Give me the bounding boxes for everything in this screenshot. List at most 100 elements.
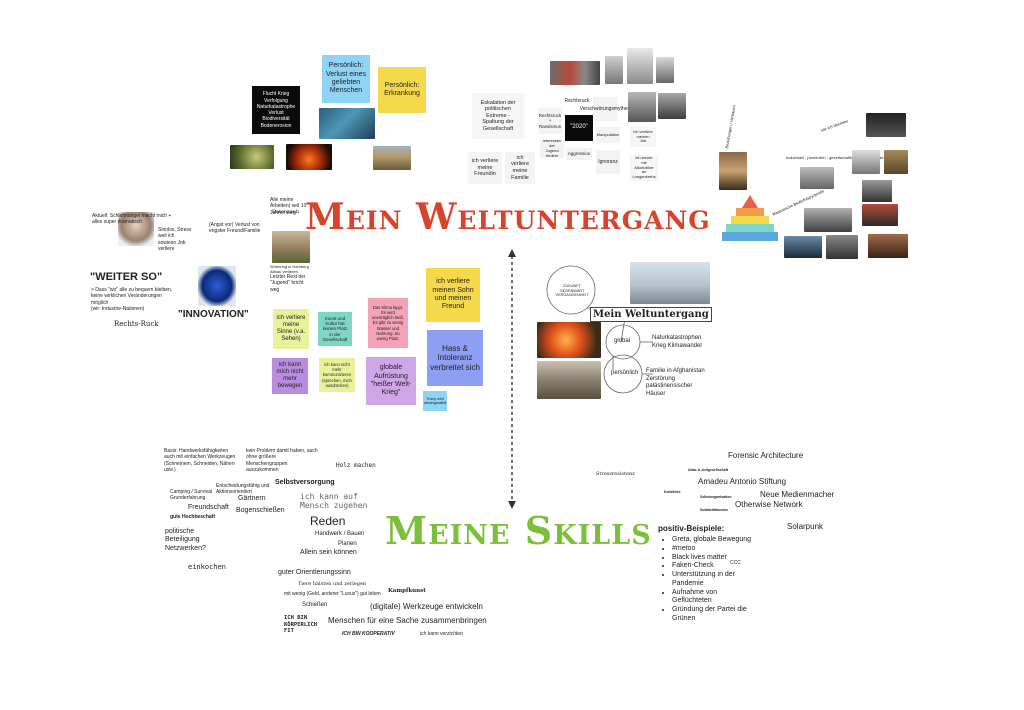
photo-volcano [286, 144, 332, 170]
note-sinne: ich verliere meine Sinne (v.a. Sehen) [273, 309, 309, 349]
triangle-pyramid-icon [722, 195, 778, 241]
note-lose-friend: ich verliere meine Freundin [468, 152, 502, 184]
skill-orientierung: guter Orientierungssinn [278, 569, 351, 576]
photo-man [118, 212, 154, 246]
note-hass: Hass & Intoleranz verbreitet sich [427, 330, 483, 386]
photo-right-5 [862, 180, 892, 202]
note-rechtsruck-small: Rechtsruck [564, 98, 590, 104]
pyramid-caption-right: Individuell - persönlich - gesellschaftl… [786, 155, 901, 160]
skill-koerperlich: ICH BIN KÖRPERLICH FIT [284, 615, 318, 635]
skill-small4: Solidaritätsnetze [700, 508, 729, 512]
text-rechtsruck: Rechts-Ruck [114, 320, 159, 328]
skill-forensic: Forensic Architecture [728, 451, 804, 460]
skill-reden: Reden [310, 514, 346, 528]
text-schlafmangel: Aktuell: Schlafmangel macht mich + alles… [92, 213, 172, 226]
skill-hochbesch: gute Hochbeschaft [170, 514, 216, 520]
skill-holz: Holz machen [336, 462, 376, 469]
positive-examples-list: Greta, globale Bewegung #metoo Black liv… [660, 536, 756, 624]
text-weiter-so: "WEITER SO" [90, 271, 163, 283]
photo-right-4 [800, 167, 834, 189]
note-2020: "2020" [565, 115, 593, 141]
skill-mensch: ich kann auf Mensch zugehen [300, 492, 368, 511]
photo-right-6 [862, 204, 898, 226]
photo-right-2 [852, 150, 880, 174]
text-weiter-so-desc: > Dass "wir" alle zu bequem bleiben, kei… [91, 287, 173, 306]
mindmap-personal: persönlich [611, 370, 639, 376]
mindmap-lines [546, 265, 653, 394]
skill-zusammen: Menschen für eine Sache zusammenbringen [328, 616, 487, 625]
text-sinnlos: Sinnlos, Stress weil ich sowieso Job ver… [158, 227, 192, 252]
note-lose-family: ich verliere meine Familie [505, 152, 535, 184]
skill-kooperativ: ICH BIN KOOPERATIV [342, 631, 395, 637]
skill-basis: Basis: Handwerksfähigkeiten auch mit ein… [164, 448, 236, 473]
black-card: Flucht Krieg Verfolgung Naturkatastrophe… [252, 86, 300, 134]
mindmap-personal-items: Familie in Afghanistan Zerstörung paläst… [646, 368, 705, 397]
skill-bogen: Bogenschießen [236, 507, 285, 514]
note-kommunizieren: ich kann nicht mehr kommunizieren (sprec… [319, 358, 355, 392]
skill-politische: politische Beteiligung Netzwerken? [165, 528, 206, 552]
skill-verzichten: ich kann verzichten [420, 631, 463, 637]
list-item: Gründung der Partei die Grünen [672, 606, 756, 624]
photo-protest-3 [656, 57, 674, 83]
skill-einkochen: einkochen [188, 563, 226, 571]
note-nuclear: Trump wird wiedergewählt [423, 391, 447, 411]
skill-tiere: Tiere hälsten und zerlegen [298, 581, 367, 587]
photo-right-9 [826, 235, 858, 259]
skill-schiessen: Schießen [302, 602, 328, 608]
note-loss-person: Persönlich: Verlust eines geliebten Mens… [322, 55, 370, 103]
skill-small1: Attac & zivilgesellschaft [688, 468, 729, 472]
list-item: Unterstützung in der Pandemie [672, 571, 756, 589]
text-jugend: Letzter Rest der "Jugend" bricht weg [270, 274, 306, 293]
list-item: #metoo [672, 545, 756, 554]
photo-blue-object [198, 266, 236, 306]
photo-crowd [550, 61, 600, 85]
note-escalation: Eskalation der politischen Extreme - Spa… [472, 93, 524, 139]
note-aufruestung: globale Aufrüstung "heißer Welt-Krieg" [366, 357, 416, 405]
skill-ccc: CCC [730, 560, 741, 566]
photo-house [272, 231, 310, 263]
photo-riot [658, 93, 686, 119]
note-illness: Persönlich: Erkrankung [378, 67, 426, 113]
note-interessen: Interessen der Jugend fördern [540, 139, 564, 158]
photo-right-3 [884, 150, 908, 174]
photo-right-8 [784, 236, 822, 258]
photo-airplane [630, 262, 710, 304]
text-datenraub: Datenraub [272, 209, 299, 215]
photo-building [628, 92, 656, 122]
photo-plant [230, 145, 274, 169]
photo-right-10 [868, 234, 908, 258]
photo-protest-1 [605, 56, 623, 84]
photo-top-right-1 [866, 113, 906, 137]
note-alcohol: ich werde mit Alkoholiker an Lungenkrebs [630, 155, 658, 181]
list-item: Black lives matter [672, 554, 756, 563]
main-title: Mein Weltuntergang [305, 196, 711, 238]
photo-desert [373, 146, 411, 170]
skill-handwerk: Handwerk / Bauen [315, 531, 365, 537]
skill-gaertnern: Gärtnern [238, 495, 266, 502]
note-aggression: Aggression [566, 148, 592, 160]
skill-entscheidung: Entscheidungsfähig und Aktionsorientiert [216, 483, 270, 496]
mindmap-global: global [614, 338, 631, 344]
photo-right-7 [804, 208, 852, 232]
note-lose-job: ich verliere meinen Job [630, 127, 656, 147]
photo-explosion [537, 322, 601, 358]
photo-coral [319, 108, 375, 139]
pyramid-caption-top: wie ich überlebe [820, 118, 849, 133]
skills-title: Meine Skills [385, 508, 652, 553]
skill-small2: Kollektive [664, 490, 681, 494]
skill-solarpunk: Solarpunk [787, 522, 824, 531]
skill-werkzeuge: (digitale) Werkzeuge entwickeln [370, 602, 483, 611]
skill-positiv: positiv-Beispiele: [658, 524, 725, 533]
text-angst: (Angst vor) Verlust von engster Freund/F… [209, 222, 261, 235]
text-arbeiten: Alle meine Arbeiten) seit 10 Jahren weg [270, 197, 307, 216]
skill-wenig: mit wenig (Geld, anderer "Luxus") gut le… [284, 591, 381, 597]
photo-fire-street [719, 152, 747, 190]
skill-selbstversorgung: Selbstversorgung [275, 479, 335, 486]
skill-planen: Planen [338, 541, 357, 547]
skill-amadeu: Amadeu Antonio Stiftung [698, 477, 787, 486]
skill-probleme: kein Problem damit haben, auch ohne größ… [246, 448, 318, 473]
list-item: Greta, globale Bewegung [672, 536, 756, 545]
skill-allein: Allein sein können [300, 549, 357, 556]
text-house-caption: Wohnung in Hamburg Altbau verlieren [270, 264, 309, 274]
mindmap-title: Mein Weltuntergang [590, 307, 712, 322]
